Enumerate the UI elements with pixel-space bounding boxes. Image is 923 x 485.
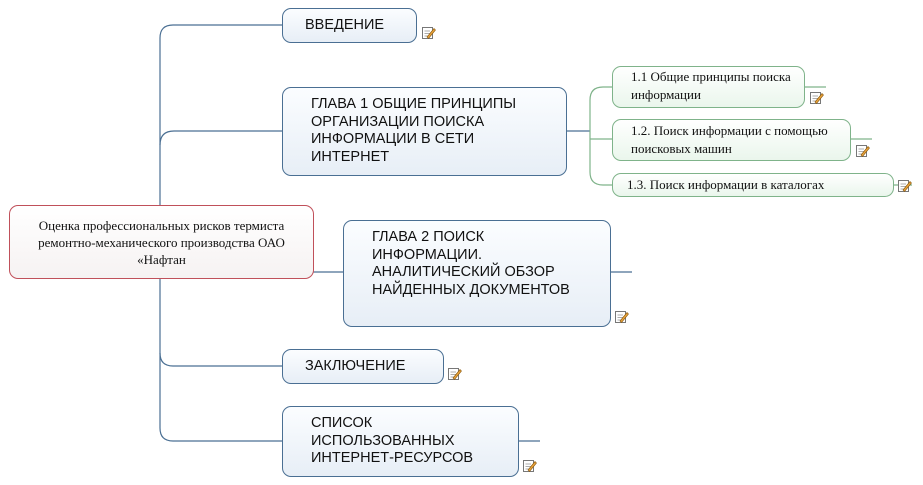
branch-chapter1: [159, 130, 282, 146]
topic-references-text: СПИСОК ИСПОЛЬЗОВАННЫХ ИНТЕРНЕТ-РЕСУРСОВ: [311, 415, 474, 466]
root-topic-text: Оценка профессиональных рисков термиста …: [38, 217, 285, 267]
subtopic-1-1-text: 1.1 Общие принципы поиска информации: [631, 69, 791, 102]
topic-chapter-2-text: ГЛАВА 2 ПОИСК ИНФОРМАЦИИ. АНАЛИТИЧЕСКИЙ …: [372, 229, 570, 298]
topic-chapter-2[interactable]: ГЛАВА 2 ПОИСК ИНФОРМАЦИИ. АНАЛИТИЧЕСКИЙ …: [343, 220, 611, 327]
topic-conclusion[interactable]: ЗАКЛЮЧЕНИЕ: [282, 349, 444, 384]
subtopic-1-2[interactable]: 1.2. Поиск информации с помощью поисковы…: [612, 119, 851, 161]
note-pencil-icon[interactable]: [614, 309, 629, 324]
topic-conclusion-text: ЗАКЛЮЧЕНИЕ: [305, 358, 406, 374]
subtopic-1-3-text: 1.3. Поиск информации в каталогах: [627, 177, 825, 192]
topic-references[interactable]: СПИСОК ИСПОЛЬЗОВАННЫХ ИНТЕРНЕТ-РЕСУРСОВ: [282, 406, 519, 477]
subtopic-1-2-text: 1.2. Поиск информации с помощью поисковы…: [631, 123, 828, 156]
topic-chapter-1[interactable]: ГЛАВА 1 ОБЩИЕ ПРИНЦИПЫ ОРГАНИЗАЦИИ ПОИСК…: [282, 87, 567, 176]
topic-introduction[interactable]: ВВЕДЕНИЕ: [282, 8, 417, 43]
root-topic[interactable]: Оценка профессиональных рисков термиста …: [9, 205, 314, 279]
note-pencil-icon[interactable]: [809, 90, 824, 105]
note-pencil-icon[interactable]: [447, 366, 462, 381]
subtopic-1-1[interactable]: 1.1 Общие принципы поиска информации: [612, 66, 805, 108]
note-pencil-icon[interactable]: [897, 178, 912, 193]
topic-chapter-1-text: ГЛАВА 1 ОБЩИЕ ПРИНЦИПЫ ОРГАНИЗАЦИИ ПОИСК…: [311, 96, 517, 165]
trunk-line-lower: [159, 278, 282, 442]
trunk-line: [159, 24, 282, 205]
subtopic-1-3[interactable]: 1.3. Поиск информации в каталогах: [612, 173, 894, 197]
topic-introduction-text: ВВЕДЕНИЕ: [305, 17, 385, 33]
note-pencil-icon[interactable]: [522, 458, 537, 473]
note-pencil-icon[interactable]: [421, 25, 436, 40]
branch-conclusion: [159, 352, 282, 367]
note-pencil-icon[interactable]: [855, 143, 870, 158]
